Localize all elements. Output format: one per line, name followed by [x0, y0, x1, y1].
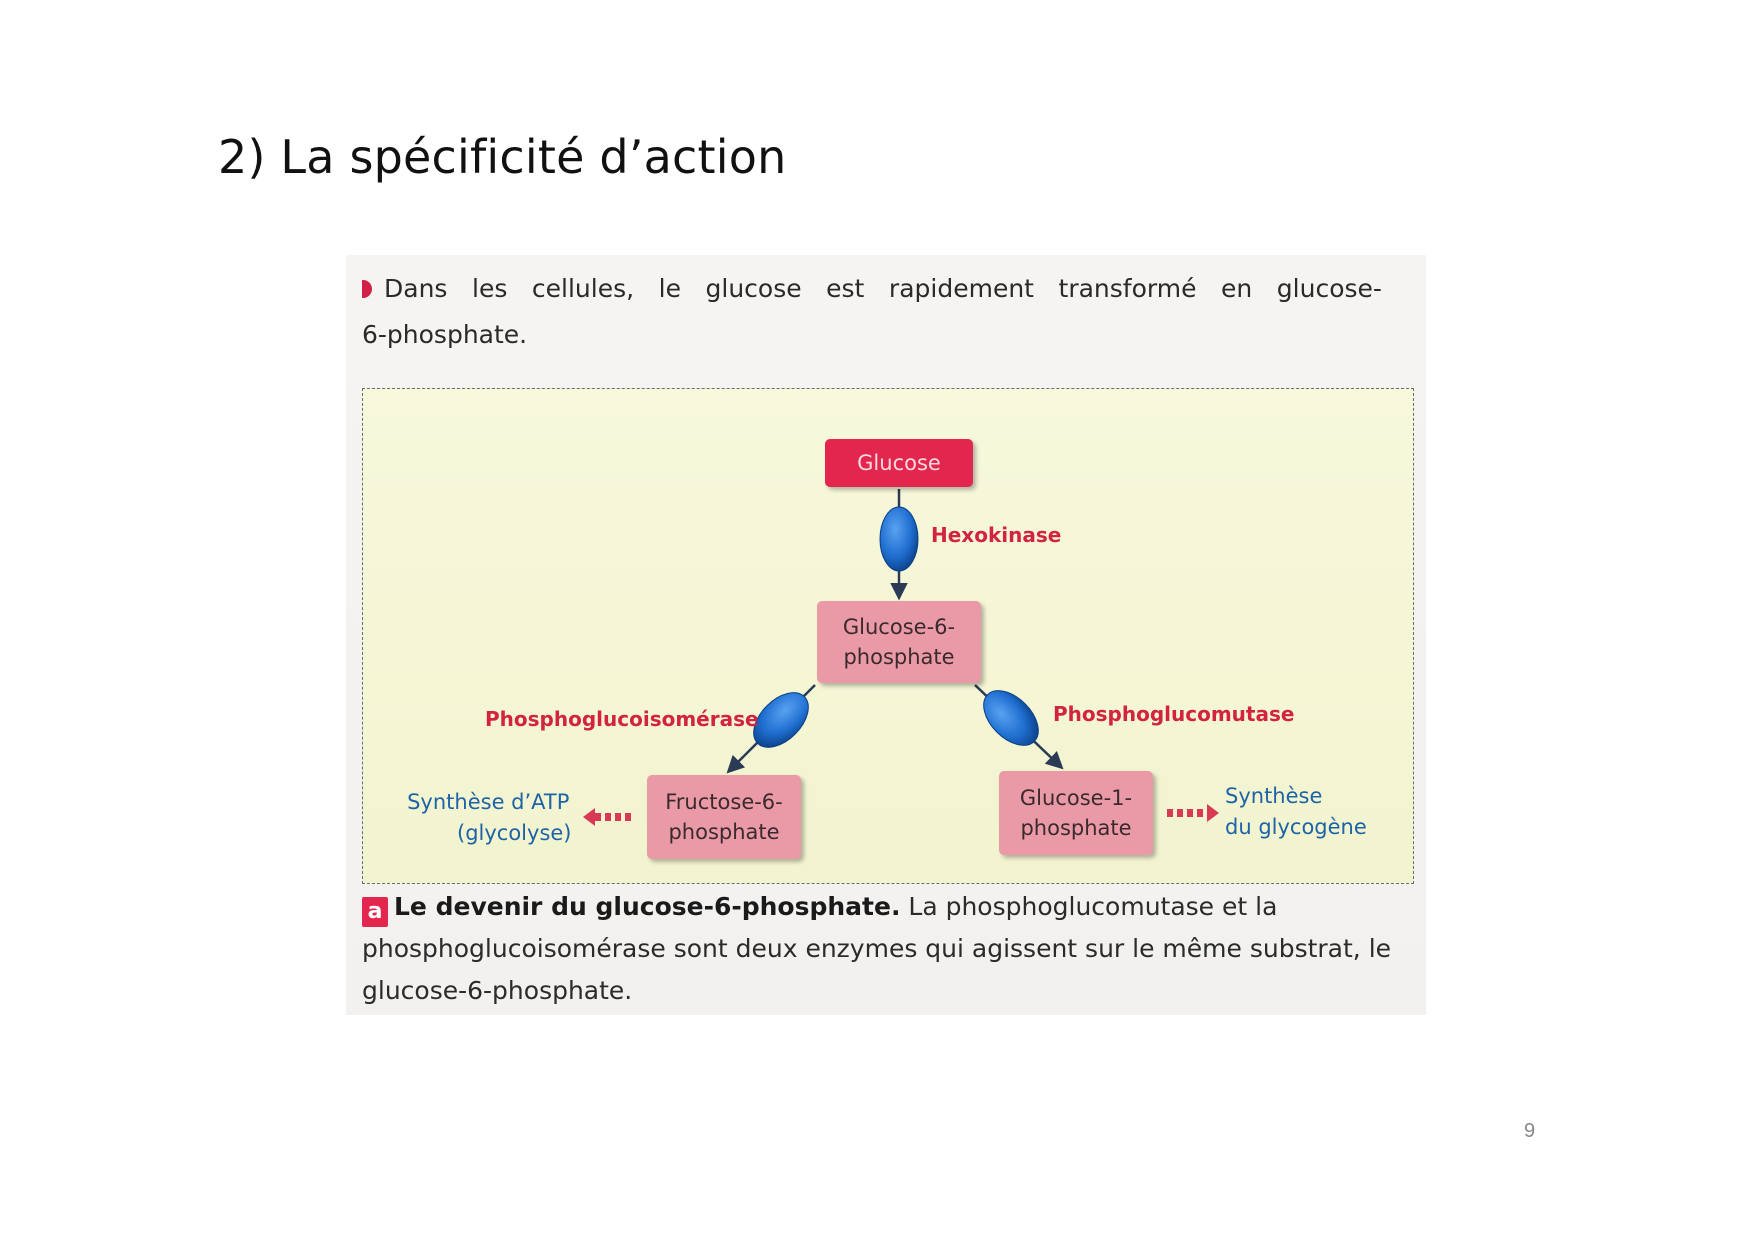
- diagram-figure: Glucose Hexokinase Glucose-6- phosphate …: [362, 388, 1414, 884]
- atp-label-line1: Synthèse d’ATP: [407, 790, 570, 814]
- glucose-1-phosphate-node: Glucose-1- phosphate: [999, 771, 1153, 855]
- f6p-label-line2: phosphate: [668, 820, 780, 844]
- hexokinase-label: Hexokinase: [931, 523, 1062, 547]
- glycogen-synthesis-label: Synthèse du glycogène: [1225, 781, 1367, 843]
- arrow-g1p-to-glycogen: [1167, 804, 1219, 822]
- glycogen-label-line2: du glycogène: [1225, 815, 1367, 839]
- f6p-label-line1: Fructose-6-: [665, 790, 783, 814]
- mutase-enzyme-icon: [983, 690, 1039, 746]
- g6p-label-line1: Glucose-6-: [842, 615, 956, 639]
- atp-synthesis-label: Synthèse d’ATP (glycolyse): [405, 787, 572, 849]
- glucose-6-phosphate-node: Glucose-6- phosphate: [817, 601, 981, 683]
- intro-word: le: [658, 274, 681, 303]
- caption-letter-badge: a: [362, 897, 388, 927]
- isomerase-label: Phosphoglucoisomérase: [485, 707, 759, 731]
- glycogen-label-line1: Synthèse: [1225, 784, 1323, 808]
- intro-word: en: [1221, 274, 1253, 303]
- intro-word: est: [826, 274, 865, 303]
- arrow-f6p-to-atp: [583, 808, 631, 826]
- intro-word: transformé: [1058, 274, 1197, 303]
- intro-word: glucose: [705, 274, 802, 303]
- intro-text: Dans les cellules, le glucose est rapide…: [362, 266, 1382, 358]
- mutase-label: Phosphoglucomutase: [1053, 702, 1295, 726]
- diagram-connectors: [583, 489, 1219, 826]
- intro-word: Dans: [384, 274, 448, 303]
- caption-title: Le devenir du glucose-6-phosphate.: [394, 892, 901, 921]
- g1p-label-line1: Glucose-1-: [1019, 786, 1133, 810]
- intro-line-1: Dans les cellules, le glucose est rapide…: [362, 266, 1382, 312]
- caption-body: La phosphoglucomutase et la phosphogluco…: [362, 892, 1392, 1005]
- intro-word: glucose-: [1276, 274, 1382, 303]
- fructose-6-phosphate-node: Fructose-6- phosphate: [647, 775, 801, 859]
- bullet-marker-icon: [362, 280, 372, 298]
- intro-word: les: [472, 274, 508, 303]
- glucose-label: Glucose: [857, 451, 941, 475]
- slide-title: 2) La spécificité d’action: [218, 130, 787, 184]
- intro-word: cellules,: [531, 274, 635, 303]
- intro-line-2: 6-phosphate.: [362, 320, 528, 349]
- hexokinase-enzyme-icon: [879, 506, 919, 572]
- g6p-label-line2: phosphate: [843, 645, 955, 669]
- page-number: 9: [1524, 1120, 1536, 1142]
- intro-word: rapidement: [888, 274, 1034, 303]
- glucose-node: Glucose: [825, 439, 973, 487]
- intro-words: Dans les cellules, le glucose est rapide…: [384, 266, 1382, 312]
- isomerase-enzyme-icon: [753, 692, 809, 748]
- g1p-label-line2: phosphate: [1020, 816, 1132, 840]
- atp-label-line2: (glycolyse): [457, 821, 572, 845]
